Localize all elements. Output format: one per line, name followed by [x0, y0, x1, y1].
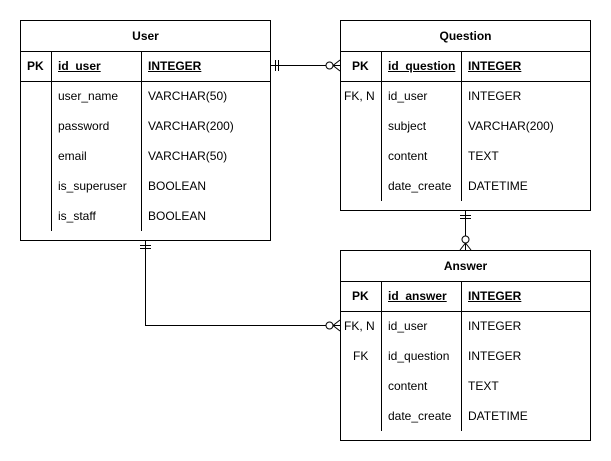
entity-user-title: User	[21, 21, 270, 52]
entity-answer-field-key: FK	[353, 349, 369, 363]
entity-user-pk-key: PK	[27, 59, 44, 73]
entity-question-title: Question	[341, 21, 590, 52]
entity-question-field-type: INTEGER	[468, 89, 522, 103]
entity-answer-field-type: INTEGER	[468, 349, 522, 363]
entity-user-field-name: is_superuser	[58, 179, 127, 193]
crowfoot-icon	[332, 319, 341, 332]
entity-question-field-name: id_user	[388, 89, 428, 103]
entity-question-field-name: date_create	[388, 179, 452, 193]
entity-answer-title: Answer	[341, 251, 590, 282]
entity-question-field-type: VARCHAR(200)	[468, 119, 554, 133]
entity-question-pk-name: id_question	[388, 59, 456, 73]
entity-answer-field-name: date_create	[388, 409, 452, 423]
zero-mark-icon	[461, 235, 470, 244]
relationship-question-answer[interactable]	[459, 211, 472, 251]
entity-user[interactable]: User PK id_user INTEGER user_name VARCHA…	[20, 20, 271, 241]
entity-user-field-name: password	[58, 119, 110, 133]
entity-question[interactable]: Question PK id_question INTEGER FK, N id…	[340, 20, 591, 211]
entity-answer-field-type: TEXT	[468, 379, 499, 393]
entity-answer-pk-key: PK	[352, 289, 369, 303]
zero-mark-icon	[325, 61, 334, 70]
entity-question-field-type: DATETIME	[468, 179, 528, 193]
relationship-user-question[interactable]	[271, 59, 341, 72]
entity-user-field-type: BOOLEAN	[148, 209, 207, 223]
entity-user-field-name: is_staff	[58, 209, 96, 223]
entity-answer-field-key: FK, N	[344, 319, 375, 333]
entity-question-pk-key: PK	[352, 59, 369, 73]
entity-answer-field-name: id_question	[388, 349, 450, 363]
entity-user-pk-row: PK id_user INTEGER	[21, 51, 270, 82]
entity-answer-field-name: id_user	[388, 319, 428, 333]
entity-answer-field-name: content	[388, 379, 428, 393]
entity-answer-pk-row: PK id_answer INTEGER	[341, 281, 590, 312]
entity-answer-divider-key	[381, 281, 382, 431]
entity-answer-divider-name	[461, 281, 462, 431]
entity-user-divider-name	[141, 51, 142, 231]
crowfoot-icon	[332, 59, 341, 72]
zero-mark-icon	[325, 321, 334, 330]
entity-question-field-name: content	[388, 149, 428, 163]
entity-user-field-type: BOOLEAN	[148, 179, 207, 193]
entity-question-divider-key	[381, 51, 382, 201]
entity-answer-field-type: DATETIME	[468, 409, 528, 423]
relationship-user-answer[interactable]	[140, 241, 341, 332]
entity-question-field-name: subject	[388, 119, 427, 133]
entity-answer-field-type: INTEGER	[468, 319, 522, 333]
entity-user-field-type: VARCHAR(200)	[148, 119, 234, 133]
entity-question-divider-name	[461, 51, 462, 201]
crowfoot-icon	[459, 242, 472, 251]
entity-user-field-type: VARCHAR(50)	[148, 149, 228, 163]
entity-question-field-key: FK, N	[344, 89, 375, 103]
entity-answer-pk-type: INTEGER	[468, 289, 522, 303]
entity-user-field-name: user_name	[58, 89, 119, 103]
entity-user-field-name: email	[58, 149, 87, 163]
entity-question-pk-row: PK id_question INTEGER	[341, 51, 590, 82]
entity-answer[interactable]: Answer PK id_answer INTEGER FK, N id_use…	[340, 250, 591, 441]
entity-question-pk-type: INTEGER	[468, 59, 522, 73]
entity-user-pk-type: INTEGER	[148, 59, 202, 73]
entity-user-pk-name: id_user	[58, 59, 101, 73]
entity-question-field-type: TEXT	[468, 149, 499, 163]
entity-user-field-type: VARCHAR(50)	[148, 89, 228, 103]
entity-answer-pk-name: id_answer	[388, 289, 447, 303]
entity-user-divider-key	[51, 51, 52, 231]
